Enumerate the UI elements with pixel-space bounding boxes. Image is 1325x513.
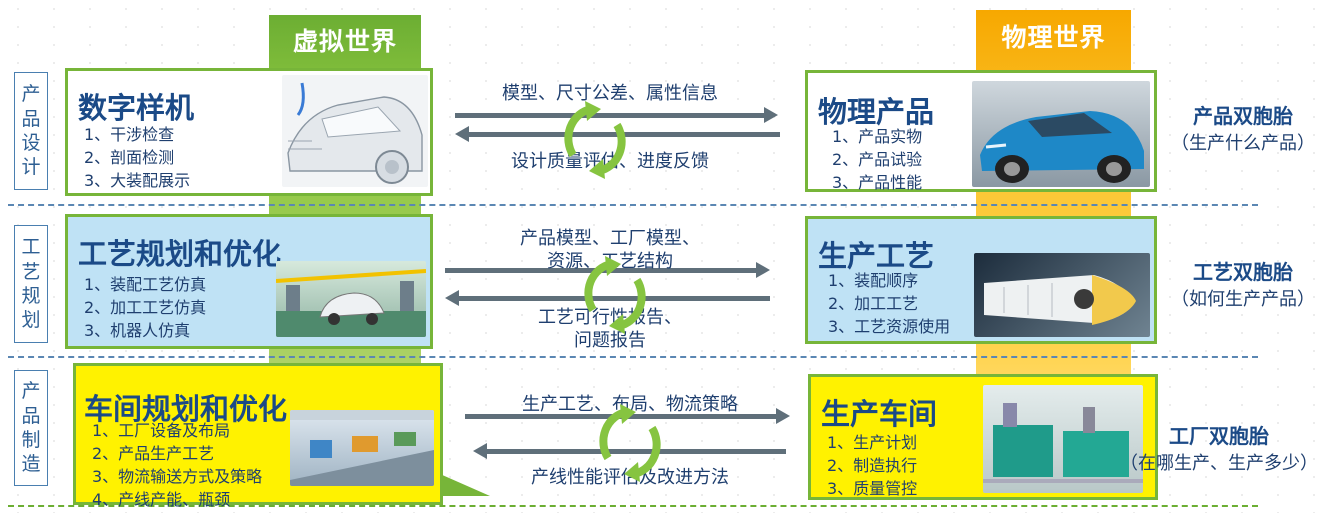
stage-char: 制 bbox=[21, 429, 41, 451]
digital-prototype-box: 数字样机 1、干涉检查 2、剖面检测 3、大装配展示 bbox=[65, 68, 433, 196]
virtual-world-title: 虚拟世界 bbox=[292, 27, 397, 56]
physical-world-title: 物理世界 bbox=[1001, 23, 1106, 52]
arrow-left bbox=[473, 443, 786, 459]
flow-label-feedback: 工艺可行性报告、 问题报告 bbox=[460, 306, 760, 352]
stage-char: 产 bbox=[21, 380, 41, 403]
box-title: 物理产品 bbox=[818, 95, 935, 129]
flow-line: 工艺可行性报告、 bbox=[538, 307, 682, 328]
stage-char: 品 bbox=[21, 404, 41, 427]
factory-twin-label: 工厂双胞胎 （在哪生产、生产多少） bbox=[1115, 420, 1323, 475]
twin-subtitle: （生产什么产品） bbox=[1171, 133, 1315, 154]
box-title: 车间规划和优化 bbox=[84, 392, 288, 426]
twin-title: 产品双胞胎 bbox=[1193, 104, 1293, 128]
bottom-divider bbox=[8, 505, 1258, 507]
cycle-arrows-icon bbox=[599, 404, 661, 482]
list-item: 1、干涉检查 bbox=[84, 125, 175, 144]
flow-line: 产品模型、工厂模型、 bbox=[520, 228, 700, 249]
list-item: 4、产线产能、瓶颈 bbox=[92, 490, 231, 509]
list-item: 2、剖面检测 bbox=[84, 148, 175, 167]
list-item: 3、大装配展示 bbox=[84, 171, 191, 190]
box-items: 1、生产计划 2、制造执行 3、质量管控 bbox=[827, 431, 917, 500]
box-items: 1、装配顺序 2、加工工艺 3、工艺资源使用 bbox=[828, 269, 950, 338]
stage-char: 艺 bbox=[21, 260, 41, 283]
box-title: 生产工艺 bbox=[818, 239, 935, 273]
stage-label-product-manufacturing: 产 品 制 造 bbox=[14, 370, 48, 486]
product-twin-label: 产品双胞胎 （生产什么产品） bbox=[1163, 100, 1323, 155]
box-title: 数字样机 bbox=[78, 91, 195, 125]
list-item: 2、加工工艺 bbox=[828, 294, 919, 313]
stage-label-product-design: 产 品 设 计 bbox=[14, 72, 48, 190]
arrow-right bbox=[455, 107, 778, 123]
flow-label-forward: 生产工艺、布局、物流策略 bbox=[522, 394, 738, 415]
arrow-left bbox=[445, 290, 770, 306]
list-item: 1、工厂设备及布局 bbox=[92, 421, 231, 440]
production-workshop-box: 生产车间 1、生产计划 2、制造执行 3、质量管控 bbox=[808, 374, 1158, 500]
process-planning-box: 工艺规划和优化 1、装配工艺仿真 2、加工工艺仿真 3、机器人仿真 bbox=[65, 214, 433, 349]
list-item: 3、机器人仿真 bbox=[84, 321, 191, 340]
aircraft-engine-image bbox=[974, 253, 1150, 337]
flow-label-forward: 模型、尺寸公差、属性信息 bbox=[502, 83, 718, 104]
row-divider bbox=[8, 356, 1258, 358]
box-items: 1、工厂设备及布局 2、产品生产工艺 3、物流输送方式及策略 4、产线产能、瓶颈 bbox=[92, 419, 262, 511]
assembly-line-image bbox=[276, 261, 426, 337]
list-item: 1、生产计划 bbox=[827, 433, 918, 452]
box-items: 1、干涉检查 2、剖面检测 3、大装配展示 bbox=[84, 123, 190, 192]
box-title: 工艺规划和优化 bbox=[78, 237, 282, 271]
industrial-machinery-image bbox=[983, 385, 1143, 493]
box-title: 生产车间 bbox=[821, 397, 938, 431]
production-process-box: 生产工艺 1、装配顺序 2、加工工艺 3、工艺资源使用 bbox=[805, 216, 1157, 344]
stage-char: 品 bbox=[21, 107, 41, 130]
twin-title: 工艺双胞胎 bbox=[1193, 260, 1293, 284]
list-item: 2、产品试验 bbox=[832, 150, 923, 169]
list-item: 2、加工工艺仿真 bbox=[84, 298, 207, 317]
list-item: 3、产品性能 bbox=[832, 173, 923, 192]
stage-char: 设 bbox=[21, 132, 41, 154]
stage-label-process-planning: 工 艺 规 划 bbox=[14, 225, 48, 343]
row-divider bbox=[8, 204, 1258, 206]
stage-char: 计 bbox=[21, 156, 41, 179]
stage-char: 划 bbox=[21, 309, 41, 332]
cycle-arrows-icon bbox=[564, 101, 626, 179]
car-wireframe-image bbox=[282, 75, 428, 187]
box-items: 1、装配工艺仿真 2、加工工艺仿真 3、机器人仿真 bbox=[84, 273, 206, 342]
workshop-planning-box: 车间规划和优化 1、工厂设备及布局 2、产品生产工艺 3、物流输送方式及策略 4… bbox=[73, 363, 443, 509]
list-item: 2、制造执行 bbox=[827, 456, 918, 475]
list-item: 3、质量管控 bbox=[827, 479, 918, 498]
list-item: 3、物流输送方式及策略 bbox=[92, 467, 263, 486]
twin-subtitle: （在哪生产、生产多少） bbox=[1120, 453, 1318, 474]
flow-label-feedback: 产线性能评估及改进方法 bbox=[531, 467, 729, 488]
factory-layout-image bbox=[290, 410, 434, 486]
list-item: 1、产品实物 bbox=[832, 127, 923, 146]
list-item: 1、装配工艺仿真 bbox=[84, 275, 207, 294]
twin-subtitle: （如何生产产品） bbox=[1171, 289, 1315, 310]
list-item: 2、产品生产工艺 bbox=[92, 444, 215, 463]
stage-char: 产 bbox=[21, 83, 41, 106]
box-items: 1、产品实物 2、产品试验 3、产品性能 bbox=[832, 125, 922, 194]
twin-title: 工厂双胞胎 bbox=[1169, 424, 1269, 448]
blue-car-image bbox=[972, 81, 1150, 187]
physical-product-box: 物理产品 1、产品实物 2、产品试验 3、产品性能 bbox=[805, 70, 1157, 192]
flow-line: 问题报告 bbox=[574, 330, 646, 351]
list-item: 1、装配顺序 bbox=[828, 271, 919, 290]
decorative-triangle bbox=[440, 474, 490, 496]
cycle-arrows-icon bbox=[584, 256, 646, 334]
list-item: 3、工艺资源使用 bbox=[828, 317, 951, 336]
stage-char: 造 bbox=[21, 453, 41, 476]
stage-char: 规 bbox=[21, 285, 41, 307]
stage-char: 工 bbox=[21, 236, 41, 259]
process-twin-label: 工艺双胞胎 （如何生产产品） bbox=[1163, 256, 1323, 311]
